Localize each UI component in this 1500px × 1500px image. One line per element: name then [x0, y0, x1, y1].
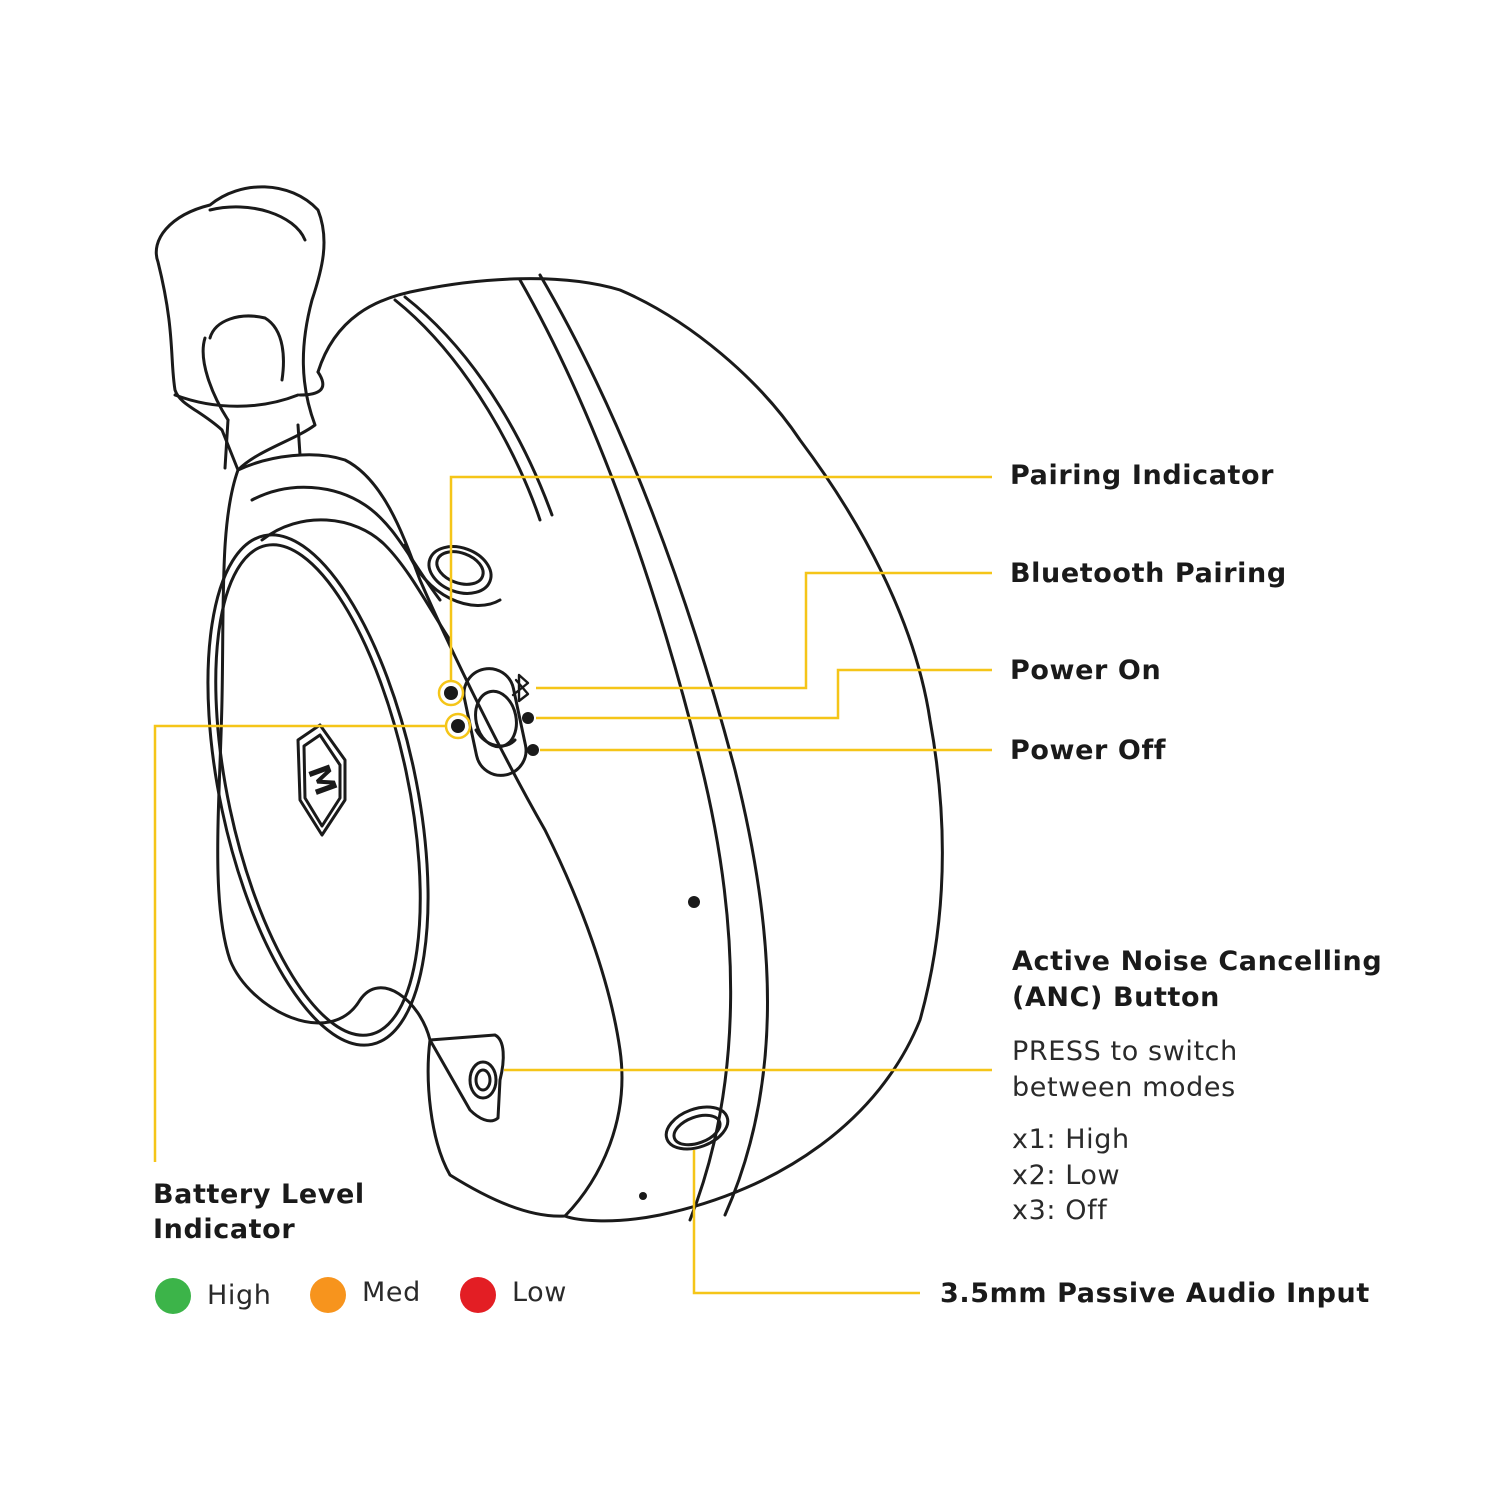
anc-button-top — [427, 545, 493, 595]
legend-label-med: Med — [362, 1277, 421, 1308]
label-battery-title-line1: Battery Level — [153, 1179, 365, 1210]
label-anc-desc-line1: PRESS to switch — [1012, 1036, 1238, 1067]
label-anc-mode-2: x2: Low — [1012, 1160, 1121, 1191]
label-anc-desc-line2: between modes — [1012, 1072, 1236, 1103]
battery-indicator-led — [451, 719, 465, 733]
label-anc-mode-1: x1: High — [1012, 1124, 1130, 1155]
label-bluetooth-pairing: Bluetooth Pairing — [1010, 558, 1287, 589]
power-off-dot — [527, 744, 539, 756]
callout-power-on — [536, 668, 992, 720]
callout-bluetooth-pairing — [536, 571, 992, 690]
label-battery-title-line2: Indicator — [153, 1214, 296, 1245]
power-on-dot — [522, 712, 534, 724]
mic-hole — [688, 896, 700, 908]
pairing-indicator-led — [444, 686, 458, 700]
logo-badge: M — [296, 723, 347, 837]
label-anc-title-line2: (ANC) Button — [1012, 982, 1220, 1013]
connector-plate — [428, 1033, 505, 1123]
audio-jack — [664, 1105, 730, 1151]
svg-text:M: M — [300, 760, 343, 800]
legend-dot-med — [310, 1277, 346, 1313]
label-anc-title-line1: Active Noise Cancelling — [1012, 946, 1383, 977]
earcup-plate — [206, 533, 430, 1047]
legend-label-high: High — [207, 1280, 272, 1311]
callout-battery-indicator — [153, 724, 446, 1162]
callout-audio-input — [692, 1150, 920, 1295]
legend-dot-low — [460, 1277, 496, 1313]
label-power-off: Power Off — [1010, 735, 1167, 766]
legend-label-low: Low — [512, 1277, 567, 1308]
headband-arm — [154, 185, 326, 472]
label-audio-input: 3.5mm Passive Audio Input — [940, 1278, 1370, 1309]
ear-cushion — [316, 277, 944, 1223]
label-power-on: Power On — [1010, 655, 1162, 686]
label-pairing-indicator: Pairing Indicator — [1010, 460, 1275, 491]
legend-dot-high — [155, 1278, 191, 1314]
label-anc-mode-3: x3: Off — [1012, 1195, 1108, 1226]
callout-pairing-indicator — [449, 475, 992, 681]
earcup-body — [216, 453, 624, 1218]
